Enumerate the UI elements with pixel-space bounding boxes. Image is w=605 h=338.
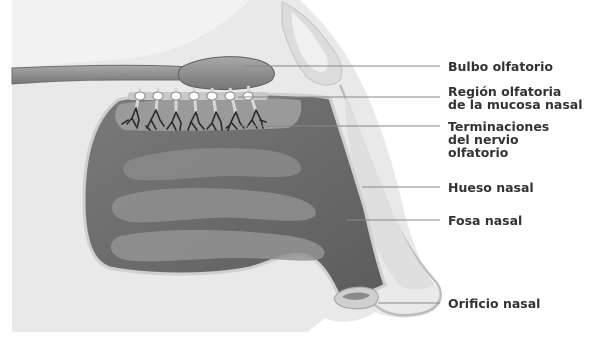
label-olfactory-bulb: Bulbo olfatorio — [448, 60, 553, 73]
label-nerve-endings-line3: olfatorio — [448, 146, 549, 159]
label-olfactory-region-line2: de la mucosa nasal — [448, 98, 583, 111]
label-nasal-cavity: Fosa nasal — [448, 214, 522, 227]
label-nasal-bone: Hueso nasal — [448, 181, 534, 194]
label-nostril: Orificio nasal — [448, 297, 540, 310]
label-olfactory-region: Región olfatoria de la mucosa nasal — [448, 85, 583, 111]
label-nerve-endings: Terminaciones del nervio olfatorio — [448, 120, 549, 159]
bottom-border — [0, 332, 605, 338]
